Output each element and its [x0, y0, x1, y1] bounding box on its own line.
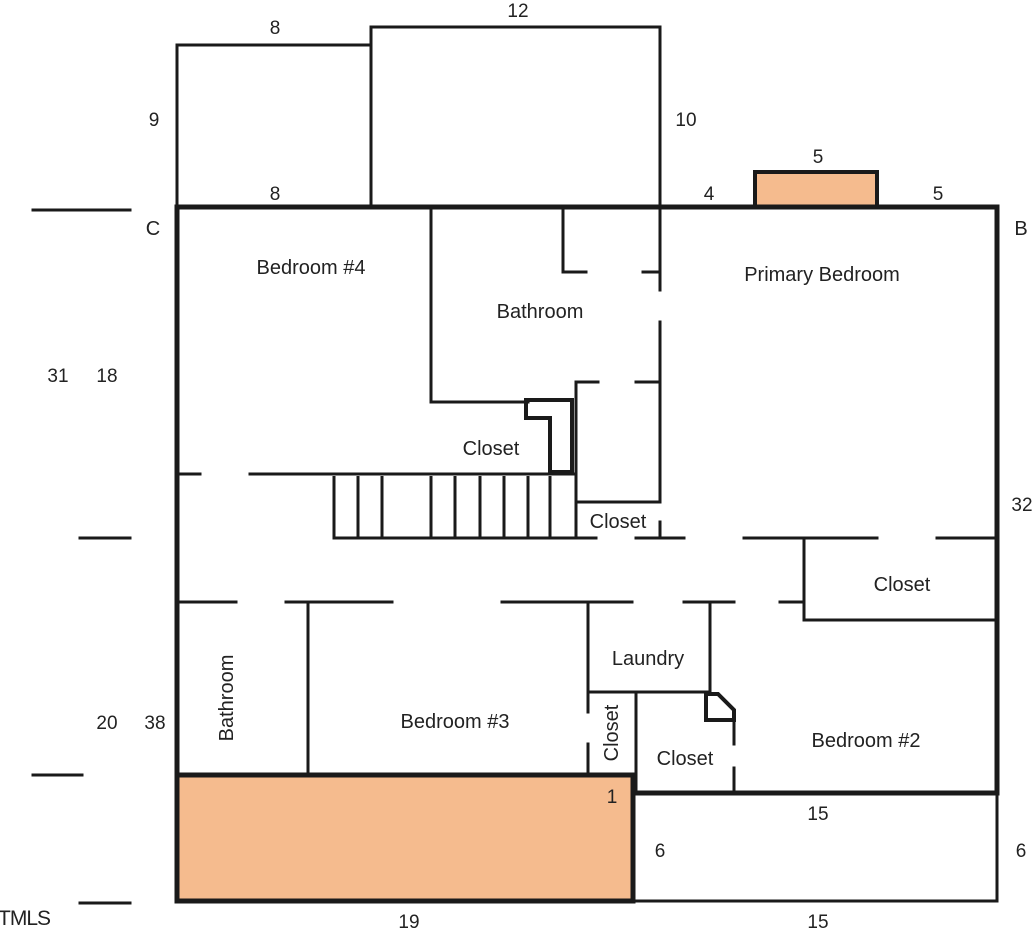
- dim-bottom-19: 19: [398, 912, 419, 931]
- dim-base-8: 8: [270, 184, 281, 205]
- room-label-bedroom4: Bedroom #4: [257, 257, 366, 279]
- dim-right-32: 32: [1011, 495, 1032, 516]
- room-label-closet-right: Closet: [874, 574, 931, 596]
- shaded-area-bottom-left: [179, 775, 633, 901]
- wall-bedroom4-right: [429, 205, 530, 404]
- dim-right-6: 6: [1016, 841, 1027, 862]
- dim-inner-15: 15: [807, 804, 828, 825]
- dim-left-18: 18: [96, 366, 117, 387]
- corner-labels: C B: [146, 218, 1028, 240]
- wall-closet-right: [802, 538, 999, 622]
- room-label-laundry: Laundry: [612, 648, 684, 670]
- room-label-closet-small: Closet: [590, 511, 647, 533]
- dim-left-38: 38: [144, 713, 165, 734]
- dimension-labels: 8 12 9 10 8 4 5 5 31 18 32 20 38 1 15 6 …: [47, 1, 1032, 931]
- room-label-bedroom3: Bedroom #3: [401, 711, 510, 733]
- wall-upper-addition: [175, 25, 662, 209]
- wall-bottom-left: [174, 772, 636, 904]
- room-label-primary-bedroom: Primary Bedroom: [744, 264, 900, 286]
- room-label-bedroom2: Bedroom #2: [812, 730, 921, 752]
- wall-bath-nook: [561, 205, 662, 274]
- dim-inner-6: 6: [655, 841, 666, 862]
- shaded-areas: [179, 172, 877, 901]
- corner-label-b: B: [1014, 218, 1027, 240]
- room-labels: Bedroom #4 Bathroom Primary Bedroom Clos…: [216, 257, 931, 770]
- dim-seg-5: 5: [933, 184, 944, 205]
- tick-marks: [31, 208, 132, 905]
- shaded-area-chimney: [755, 172, 877, 207]
- room-label-bathroom-upper: Bathroom: [497, 301, 584, 323]
- corner-label-c: C: [146, 218, 160, 240]
- dim-seg-4: 4: [704, 184, 715, 205]
- room-label-bathroom-lower: Bathroom: [216, 655, 238, 742]
- dim-right-height: 10: [675, 110, 696, 131]
- dim-top-width: 12: [507, 1, 528, 22]
- dim-top-left-width: 8: [270, 18, 281, 39]
- room-label-closet-mid: Closet: [463, 438, 520, 460]
- room-label-closet-vertical: Closet: [601, 704, 623, 761]
- wall-lower-right-addition: [631, 791, 999, 903]
- dim-left-height: 9: [149, 110, 160, 131]
- walls: [31, 25, 1000, 905]
- room-label-closet-bottom: Closet: [657, 748, 714, 770]
- dim-notch-1: 1: [607, 787, 618, 808]
- dim-chimney-5: 5: [813, 147, 824, 168]
- dim-bottom-15: 15: [807, 912, 828, 931]
- dim-left-31: 31: [47, 366, 68, 387]
- wall-corner-notch: [704, 692, 736, 722]
- wall-stair-pocket: [524, 398, 574, 474]
- watermark-text: TMLS: [0, 907, 51, 930]
- staircase: [332, 476, 552, 538]
- dim-left-20: 20: [96, 713, 117, 734]
- wall-chimney: [753, 170, 879, 209]
